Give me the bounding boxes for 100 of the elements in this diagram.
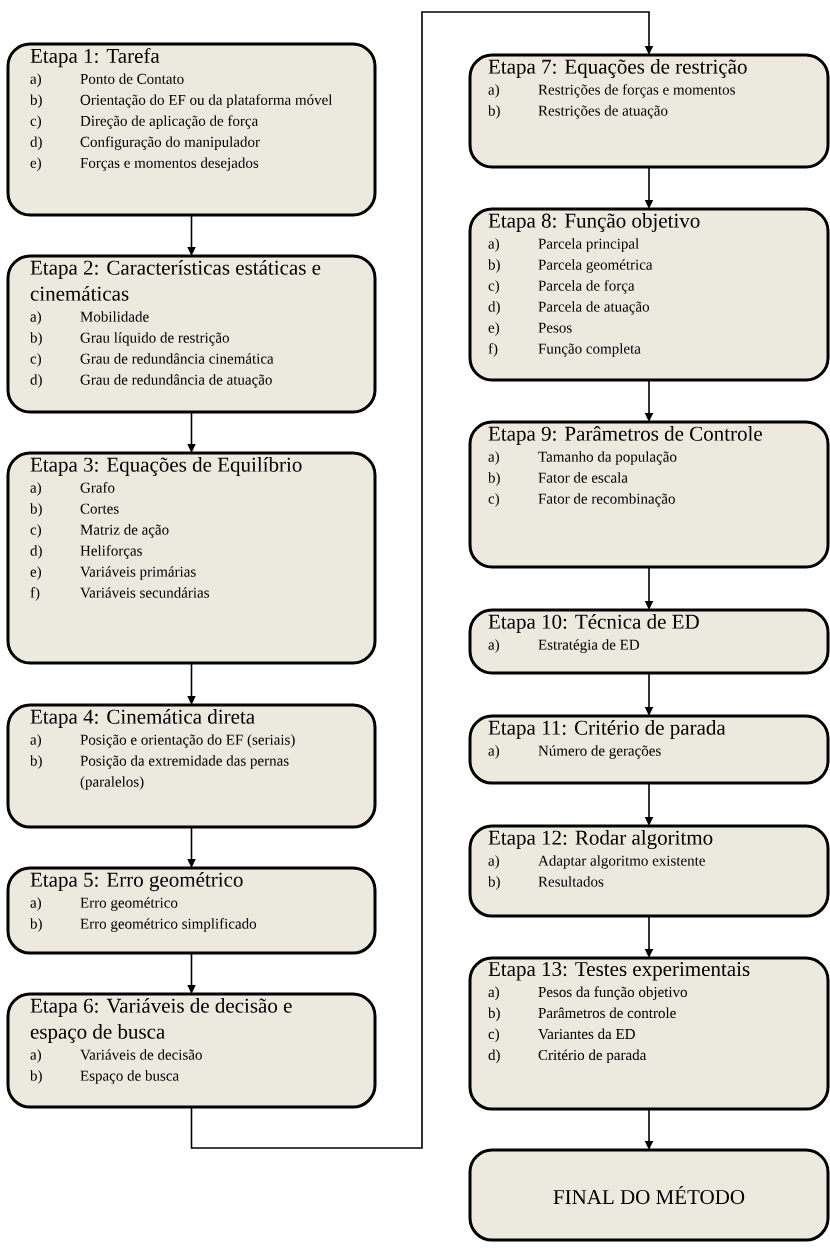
list-item: Heliforças <box>80 545 142 559</box>
list-item: Grafo <box>80 482 115 493</box>
list-item: Parcela geométrica <box>538 259 653 273</box>
list-marker: a) <box>30 1049 41 1063</box>
list-item: Variáveis primárias <box>80 566 196 580</box>
process-box <box>468 1148 830 1242</box>
list-item: Ponto de Contato <box>80 73 184 84</box>
step-heading: Etapa 4: Cinemática direta <box>30 709 255 729</box>
list-marker: a) <box>488 451 499 465</box>
list-marker: a) <box>488 855 499 869</box>
list-marker: a) <box>488 639 499 653</box>
list-item: Restrições de atuação <box>538 105 668 119</box>
process-box <box>468 956 830 1111</box>
step-heading: Etapa 11: Critério de parada <box>488 720 726 740</box>
list-marker: d) <box>488 1049 500 1064</box>
list-item: Matriz de ação <box>80 524 169 538</box>
list-marker: a) <box>30 73 41 87</box>
list-item: Parcela de atuação <box>538 301 650 315</box>
list-marker: a) <box>488 84 499 98</box>
list-item: Parcela de força <box>538 280 635 294</box>
step-heading: Etapa 10: Técnica de ED <box>488 614 699 634</box>
arrow <box>190 11 654 1149</box>
step-heading: Etapa 6: Variáveis de decisão e espaço de busca <box>30 998 292 1044</box>
step-heading: Etapa 3: Equações de Equilíbrio <box>30 457 302 477</box>
list-marker: b) <box>30 503 42 517</box>
list-marker: b) <box>30 918 42 932</box>
end-heading: FINAL DO MÉTODO <box>553 1185 745 1205</box>
list-marker: c) <box>30 353 41 367</box>
list-marker: a) <box>30 897 41 911</box>
list-marker: e) <box>30 566 41 580</box>
list-item: Grau de redundância cinemática <box>80 353 274 364</box>
list-item: Restrições de forças e momentos <box>538 84 735 98</box>
list-marker: c) <box>30 524 41 538</box>
list-marker: a) <box>488 986 499 1001</box>
list-item: Forças e momentos desejados <box>80 157 259 171</box>
process-box <box>468 53 830 169</box>
process-box <box>468 714 830 785</box>
list-item: Erro geométrico <box>80 897 178 911</box>
list-marker: f) <box>488 343 498 357</box>
process-box <box>6 254 377 414</box>
step-heading: Etapa 7: Equações de restrição <box>488 59 747 79</box>
list-marker: a) <box>30 311 41 325</box>
list-item: Parcela principal <box>538 238 639 252</box>
process-box <box>468 420 830 569</box>
list-item: Erro geométrico simplificado <box>80 918 257 932</box>
list-marker: c) <box>488 1028 499 1043</box>
list-marker: d) <box>30 545 42 559</box>
process-box <box>6 992 377 1109</box>
list-item: Posição da extremidade das pernas (paralelos) <box>80 755 289 790</box>
list-marker: e) <box>30 157 41 171</box>
list-item: Pesos da função objetivo <box>538 986 687 1001</box>
list-marker: b) <box>488 105 500 119</box>
list-marker: b) <box>488 259 500 273</box>
list-item: Fator de escala <box>538 472 628 483</box>
list-marker: e) <box>488 322 499 336</box>
list-item: Posição e orientação do EF (seriais) <box>80 734 295 748</box>
list-marker: b) <box>30 755 42 769</box>
list-marker: a) <box>30 734 41 748</box>
list-item: Orientação do EF ou da plataforma móvel <box>80 94 333 108</box>
list-marker: f) <box>30 587 40 601</box>
list-item: Pesos <box>538 322 572 333</box>
list-item: Estratégia de ED <box>538 639 640 653</box>
list-item: Fator de recombinação <box>538 493 675 507</box>
process-box <box>6 42 377 217</box>
step-heading: Etapa 12: Rodar algoritmo <box>488 830 713 850</box>
process-box <box>6 451 377 665</box>
list-item: Espaço de busca <box>80 1070 179 1084</box>
list-marker: a) <box>488 745 499 759</box>
list-marker: a) <box>488 238 499 252</box>
list-marker: d) <box>30 136 42 150</box>
list-marker: c) <box>30 115 41 129</box>
list-item: Variáveis secundárias <box>80 587 209 598</box>
list-item: Variáveis de decisão <box>80 1049 202 1060</box>
step-heading: Etapa 5: Erro geométrico <box>30 872 243 892</box>
list-marker: b) <box>30 1070 42 1084</box>
list-marker: c) <box>488 280 499 294</box>
list-item: Parâmetros de controle <box>538 1007 676 1019</box>
list-marker: d) <box>488 301 500 315</box>
list-marker: b) <box>488 876 500 890</box>
list-marker: d) <box>30 374 42 388</box>
step-heading: Etapa 13: Testes experimentais <box>488 962 750 981</box>
step-heading: Etapa 9: Parâmetros de Controle <box>488 426 762 446</box>
process-box <box>468 824 830 918</box>
list-item: Grau líquido de restrição <box>80 332 229 346</box>
list-marker: c) <box>488 493 499 507</box>
process-box <box>468 608 830 675</box>
list-item: Cortes <box>80 503 119 514</box>
process-box <box>468 207 830 382</box>
list-marker: a) <box>30 482 41 496</box>
list-marker: b) <box>30 332 42 346</box>
list-item: Resultados <box>538 876 604 887</box>
step-heading: Etapa 8: Função objetivo <box>488 213 700 233</box>
process-box <box>6 866 377 955</box>
list-item: Critério de parada <box>538 1049 647 1064</box>
list-item: Mobilidade <box>80 311 149 322</box>
list-item: Grau de redundância de atuação <box>80 374 272 388</box>
list-item: Adaptar algoritmo existente <box>538 855 705 869</box>
list-marker: b) <box>488 472 500 486</box>
list-item: Direção de aplicação de força <box>80 115 259 129</box>
process-box <box>6 703 377 829</box>
